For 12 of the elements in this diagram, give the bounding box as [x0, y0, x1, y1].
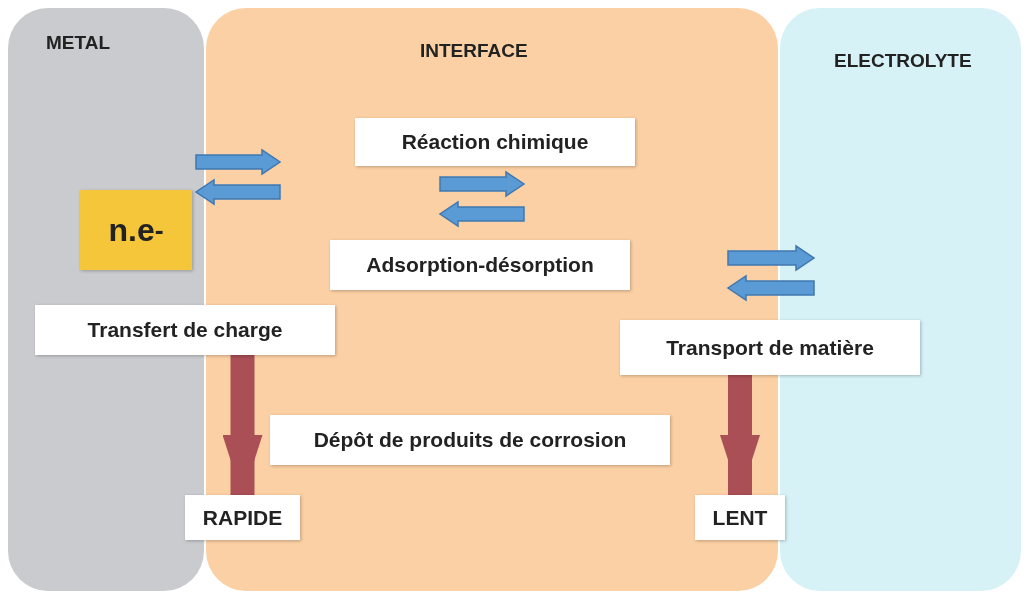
speed-label: RAPIDE — [185, 495, 300, 540]
process-label: Adsorption-désorption — [330, 240, 630, 290]
process-label: Transport de matière — [620, 320, 920, 375]
zone-heading: INTERFACE — [419, 39, 529, 63]
arrow — [222, 355, 263, 497]
zone-heading: METAL — [45, 31, 112, 55]
arrow — [720, 375, 760, 497]
process-label: Réaction chimique — [355, 118, 635, 166]
zone-heading: ELECTROLYTE — [833, 49, 973, 73]
process-label: Dépôt de produits de corrosion — [270, 415, 670, 465]
speed-label: LENT — [695, 495, 785, 540]
process-label: Transfert de charge — [35, 305, 335, 355]
